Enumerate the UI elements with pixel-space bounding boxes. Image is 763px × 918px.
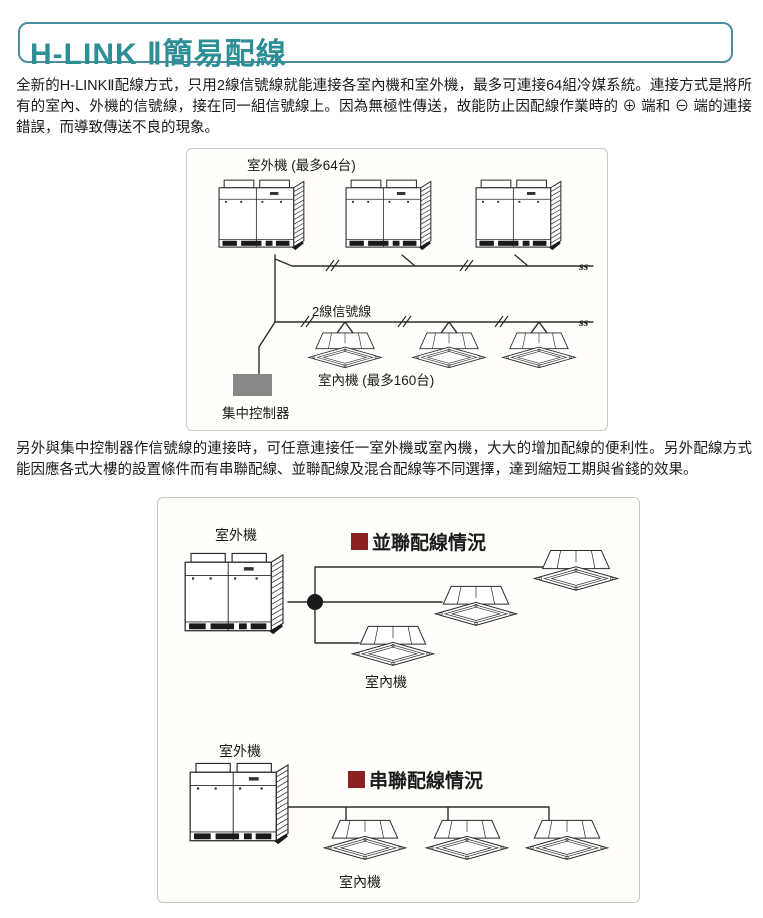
title-banner-box [18,22,733,63]
signal-wire-bus [258,254,594,375]
series-outdoor-label: 室外機 [219,743,261,759]
wire-junction-node [307,594,323,610]
wiring-modes-diagram: 室外機 並聯配線情況 室內機 室外機 串聯配線情況 室內機 [157,497,640,903]
indoor-unit [351,625,435,666]
outdoor-unit [184,552,284,635]
parallel-title-bullet-icon [351,533,368,550]
system-overview-diagram: 室外機 (最多64台) ss ss 2線信號線 室內機 (最多160台) 集中控… [186,148,608,431]
outdoor-unit [345,179,432,251]
outdoor-unit [189,762,289,845]
indoor-unit [323,819,407,860]
central-controller-label: 集中控制器 [222,406,290,421]
indoor-units-label: 室內機 (最多160台) [318,372,434,388]
series-wires [287,806,550,821]
central-controller [233,374,272,396]
series-title-bullet-icon [348,771,365,788]
wire-continuation-mark: ss [578,259,589,273]
outdoor-units-label: 室外機 (最多64台) [247,157,356,173]
indoor-unit [502,332,576,369]
signal-wire-label: 2線信號線 [312,304,371,319]
series-title: 串聯配線情況 [369,769,483,792]
indoor-unit [412,332,486,369]
series-indoor-label: 室內機 [339,874,381,890]
outdoor-unit [475,179,562,251]
indoor-unit [525,819,609,860]
indoor-unit [533,550,619,591]
parallel-indoor-label: 室內機 [365,674,407,690]
outdoor-unit [218,179,305,251]
parallel-wires [287,566,545,644]
wire-break-marks [300,259,509,328]
wire-continuation-mark: ss [578,315,589,329]
page-title: H-LINK Ⅱ簡易配線 [30,38,287,71]
parallel-title: 並聯配線情況 [372,531,486,554]
note-paragraph: 另外與集中控制器作信號線的連接時，可任意連接任一室外機或室內機，大大的增加配線的… [16,441,752,478]
intro-paragraph: 全新的H-LINKⅡ配線方式，只用2線信號線就能連接各室內機和室外機，最多可連接… [16,78,752,136]
indoor-unit [308,332,382,369]
indoor-unit [425,819,509,860]
indoor-unit [434,585,518,626]
parallel-outdoor-label: 室外機 [215,527,257,543]
